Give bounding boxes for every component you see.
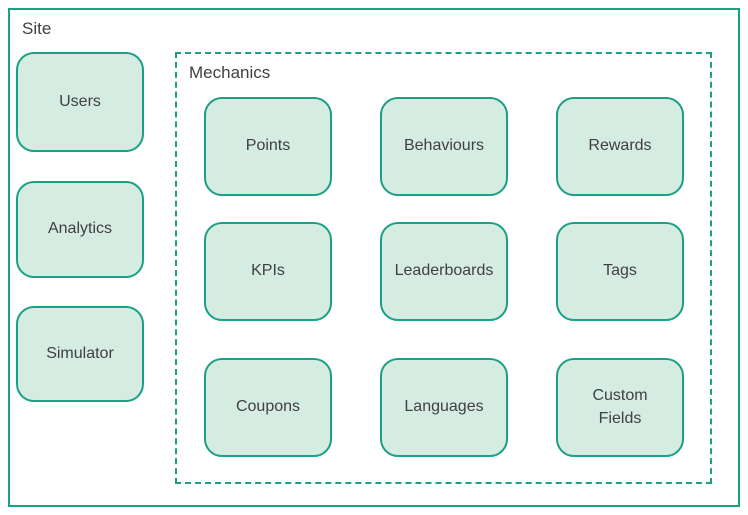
node-behaviours: Behaviours [380,97,508,196]
node-tags-label: Tags [603,262,637,280]
node-rewards: Rewards [556,97,684,196]
mechanics-container: Mechanics [175,52,712,484]
node-languages: Languages [380,358,508,457]
node-behaviours-label: Behaviours [403,137,485,155]
node-rewards-label: Rewards [588,137,652,155]
site-container: Site [8,8,740,507]
node-users: Users [16,52,144,152]
node-simulator-label: Simulator [46,344,114,362]
node-leaderboards: Leaderboards [380,222,508,321]
node-points: Points [204,97,332,196]
node-coupons-label: Coupons [235,398,301,416]
node-leaderboards-label: Leaderboards [394,262,494,280]
mechanics-label: Mechanics [189,63,271,82]
node-tags: Tags [556,222,684,321]
node-languages-label: Languages [404,398,484,416]
node-kpis: KPIs [204,222,332,321]
node-kpis-label: KPIs [251,262,285,280]
node-custom-fields: Custom Fields [556,358,684,457]
node-analytics-label: Analytics [47,220,113,238]
node-coupons: Coupons [204,358,332,457]
site-label: Site [22,19,52,38]
node-points-label: Points [245,137,291,155]
node-analytics: Analytics [16,181,144,278]
node-users-label: Users [59,92,101,110]
node-simulator: Simulator [16,306,144,402]
node-custom-fields-label: Custom Fields [592,387,648,427]
